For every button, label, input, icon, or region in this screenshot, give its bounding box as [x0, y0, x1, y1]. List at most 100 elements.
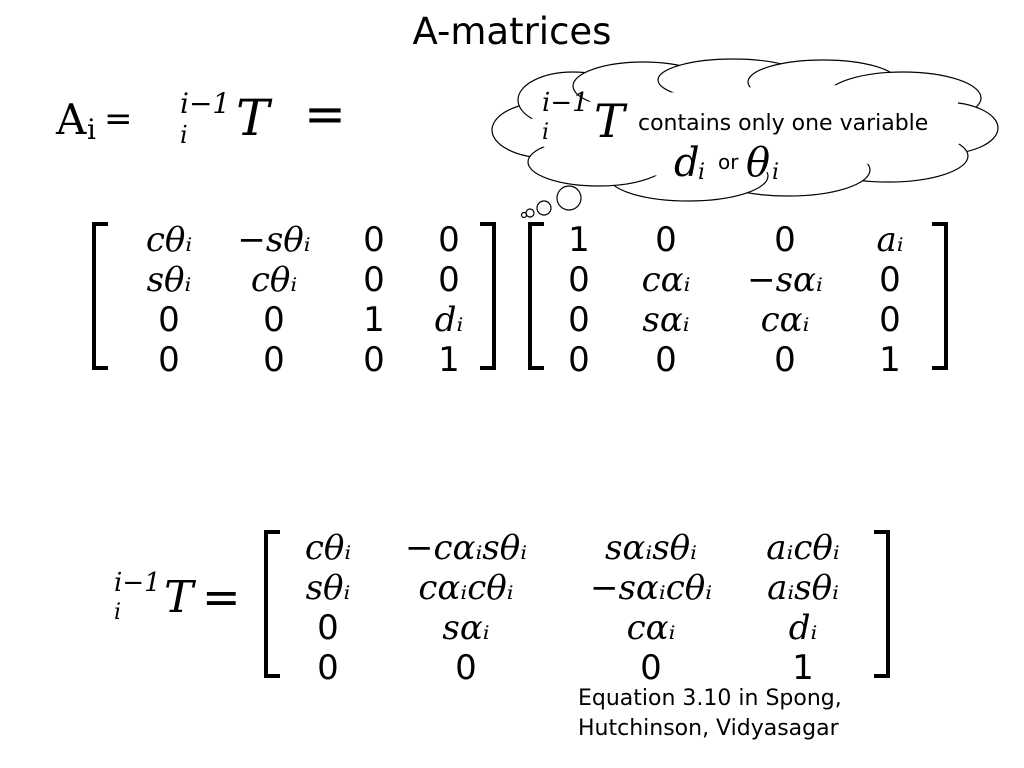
left-bracket [92, 222, 108, 370]
matrix-cell: 1 [879, 340, 901, 380]
matrix-row: 0 0 0 1 [114, 340, 474, 380]
matrix-cell: 0 [363, 340, 385, 380]
matrix-cell: 0 [640, 648, 662, 688]
equals-sign: = [304, 85, 346, 143]
matrix-cell: 0 [158, 300, 180, 340]
matrix-cell: −sαᵢcθᵢ [589, 568, 713, 608]
matrix-cell: 0 [455, 648, 477, 688]
matrix-cell: cαᵢ [641, 260, 691, 300]
a-symbol: A [56, 95, 87, 144]
matrix-cell: cθᵢ [304, 528, 352, 568]
citation-line-2: Hutchinson, Vidyasagar [578, 716, 839, 741]
matrix-cell: 0 [655, 220, 677, 260]
matrix-row: sθᵢ cθᵢ 0 0 [114, 260, 474, 300]
thought-cloud-icon [491, 58, 999, 219]
t-pre-superscript: i−1 [180, 87, 231, 120]
thought-bubble: i−1 i T contains only one variable d i o… [540, 88, 990, 188]
matrix-cell: 1 [568, 220, 590, 260]
matrix-row: 0 0 1 dᵢ [114, 300, 474, 340]
citation-line-1: Equation 3.10 in Spong, [578, 686, 842, 711]
t-pre-subscript: i [180, 121, 188, 149]
bubble-var-theta-subscript: i [772, 160, 780, 185]
matrix-cell: 0 [317, 608, 339, 648]
matrix-cell: aᵢcθᵢ [766, 528, 840, 568]
left-bracket [528, 222, 544, 370]
matrix-cell: 0 [568, 340, 590, 380]
matrix-cell: 0 [263, 340, 285, 380]
a-equals: = [104, 99, 133, 139]
matrix-row: 0 cαᵢ −sαᵢ 0 [546, 260, 930, 300]
matrix-row: cθᵢ −cαᵢsθᵢ sαᵢsθᵢ aᵢcθᵢ [288, 528, 868, 568]
matrix-row: 0 sαᵢ cαᵢ 0 [546, 300, 930, 340]
bottom-lhs: i−1 i T = [114, 568, 254, 638]
matrix-cell: cαᵢ [760, 300, 810, 340]
matrix-cell: 1 [438, 340, 460, 380]
matrix-cell: 0 [263, 300, 285, 340]
matrix-cell: sαᵢ [642, 300, 690, 340]
matrix-cell: dᵢ [434, 300, 464, 340]
matrix-cell: 0 [655, 340, 677, 380]
matrix-cell: 0 [363, 260, 385, 300]
matrix-grid: cθᵢ −cαᵢsθᵢ sαᵢsθᵢ aᵢcθᵢ sθᵢ cαᵢcθᵢ −sαᵢ… [288, 528, 868, 688]
equation-citation: Equation 3.10 in Spong, Hutchinson, Vidy… [578, 684, 842, 744]
bubble-description: contains only one variable [638, 111, 929, 136]
left-bracket [264, 530, 280, 678]
matrix-cell: sαᵢsθᵢ [604, 528, 697, 568]
matrix-row: 0 0 0 1 [288, 648, 868, 688]
matrix-cell: dᵢ [788, 608, 818, 648]
matrix-row: cθᵢ −sθᵢ 0 0 [114, 220, 474, 260]
matrix-cell: cαᵢcθᵢ [418, 568, 514, 608]
page-title: A-matrices [412, 10, 612, 53]
right-bracket [874, 530, 890, 678]
a-matrix-definition: A i = i−1 i T = [56, 85, 366, 155]
bottom-equals-sign: = [202, 570, 241, 624]
matrix-cell: −sθᵢ [237, 220, 311, 260]
bottom-t-symbol: T [164, 572, 194, 623]
matrix-row: 1 0 0 aᵢ [546, 220, 930, 260]
matrix-cell: sαᵢ [442, 608, 490, 648]
bubble-t-pre-subscript: i [542, 120, 550, 145]
bottom-t-pre-subscript: i [114, 600, 122, 625]
matrix-cell: aᵢsθᵢ [767, 568, 839, 608]
matrix-cell: 0 [568, 260, 590, 300]
matrix-cell: 0 [774, 220, 796, 260]
rotation-z-matrix: cθᵢ −sθᵢ 0 0 sθᵢ cθᵢ 0 0 0 0 1 dᵢ 0 0 0 … [92, 220, 496, 380]
matrix-cell: 0 [568, 300, 590, 340]
matrix-cell: 0 [879, 260, 901, 300]
matrix-cell: 0 [438, 220, 460, 260]
matrix-cell: sθᵢ [146, 260, 192, 300]
right-bracket [932, 222, 948, 370]
matrix-cell: 0 [317, 648, 339, 688]
matrix-cell: 1 [792, 648, 814, 688]
matrix-cell: 0 [158, 340, 180, 380]
matrix-cell: 0 [363, 220, 385, 260]
matrix-grid: cθᵢ −sθᵢ 0 0 sθᵢ cθᵢ 0 0 0 0 1 dᵢ 0 0 0 … [114, 220, 474, 380]
matrix-cell: aᵢ [876, 220, 904, 260]
matrix-cell: cαᵢ [626, 608, 676, 648]
t-symbol: T [236, 89, 270, 147]
bubble-or: or [718, 150, 739, 174]
matrix-cell: 0 [438, 260, 460, 300]
bubble-var-d-subscript: i [698, 160, 706, 185]
matrix-cell: sθᵢ [305, 568, 351, 608]
matrix-cell: 0 [774, 340, 796, 380]
matrix-cell: −cαᵢsθᵢ [404, 528, 528, 568]
matrix-cell: 1 [363, 300, 385, 340]
bubble-t-pre-superscript: i−1 [542, 88, 589, 118]
bottom-t-pre-superscript: i−1 [114, 568, 161, 598]
matrix-row: sθᵢ cαᵢcθᵢ −sαᵢcθᵢ aᵢsθᵢ [288, 568, 868, 608]
a-subscript: i [87, 113, 96, 146]
bubble-t-symbol: T [594, 94, 625, 148]
transform-matrix: cθᵢ −cαᵢsθᵢ sαᵢsθᵢ aᵢcθᵢ sθᵢ cαᵢcθᵢ −sαᵢ… [264, 528, 890, 688]
matrix-row: 0 0 0 1 [546, 340, 930, 380]
right-bracket [480, 222, 496, 370]
matrix-row: 0 sαᵢ cαᵢ dᵢ [288, 608, 868, 648]
matrix-cell: 0 [879, 300, 901, 340]
matrix-cell: cθᵢ [145, 220, 193, 260]
matrix-cell: cθᵢ [250, 260, 298, 300]
matrix-grid: 1 0 0 aᵢ 0 cαᵢ −sαᵢ 0 0 sαᵢ cαᵢ 0 0 0 0 … [546, 220, 930, 380]
rotation-x-matrix: 1 0 0 aᵢ 0 cαᵢ −sαᵢ 0 0 sαᵢ cαᵢ 0 0 0 0 … [528, 220, 948, 380]
bubble-var-theta: θ [746, 140, 771, 186]
matrix-cell: −sαᵢ [747, 260, 823, 300]
bubble-var-d: d [674, 140, 700, 186]
